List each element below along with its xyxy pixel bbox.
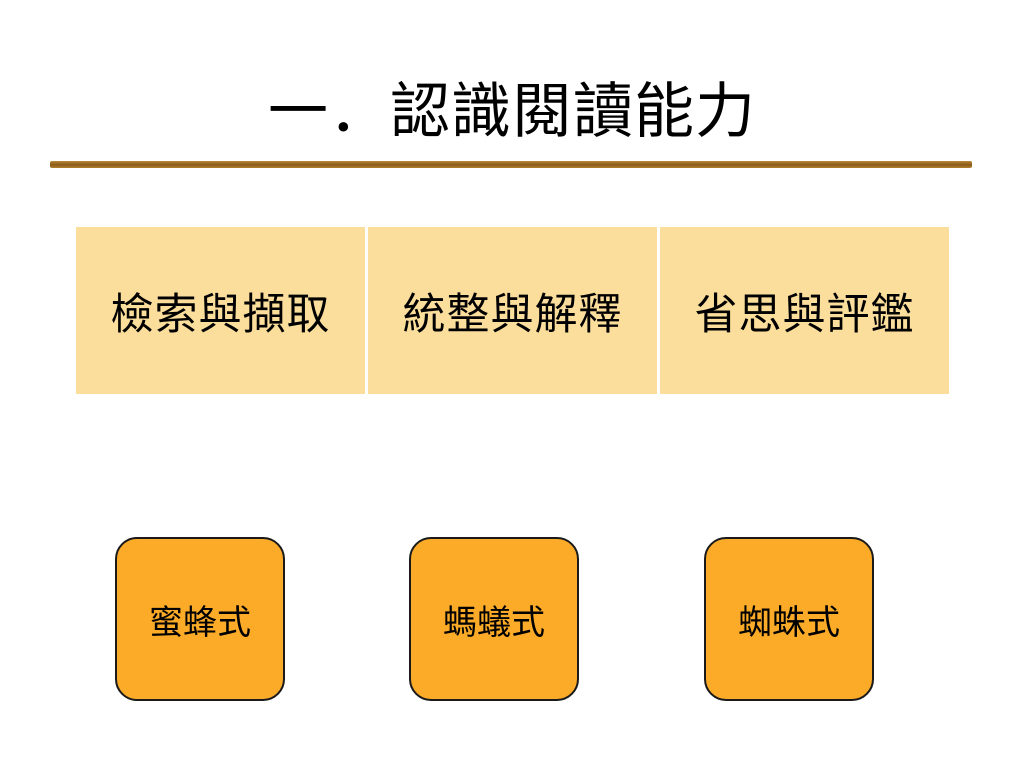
- style-box-ant: 螞蟻式: [409, 537, 579, 701]
- ability-cell-retrieve: 檢索與擷取: [76, 227, 365, 394]
- style-box-spider: 蜘蛛式: [704, 537, 874, 701]
- ability-table: 檢索與擷取 統整與解釋 省思與評鑑: [76, 227, 949, 394]
- slide-title: 一．認識閱讀能力: [268, 77, 756, 147]
- style-box-bee: 蜜蜂式: [115, 537, 285, 701]
- ability-cell-integrate: 統整與解釋: [365, 227, 657, 394]
- title-divider: [50, 161, 972, 168]
- ability-cell-reflect: 省思與評鑑: [657, 227, 949, 394]
